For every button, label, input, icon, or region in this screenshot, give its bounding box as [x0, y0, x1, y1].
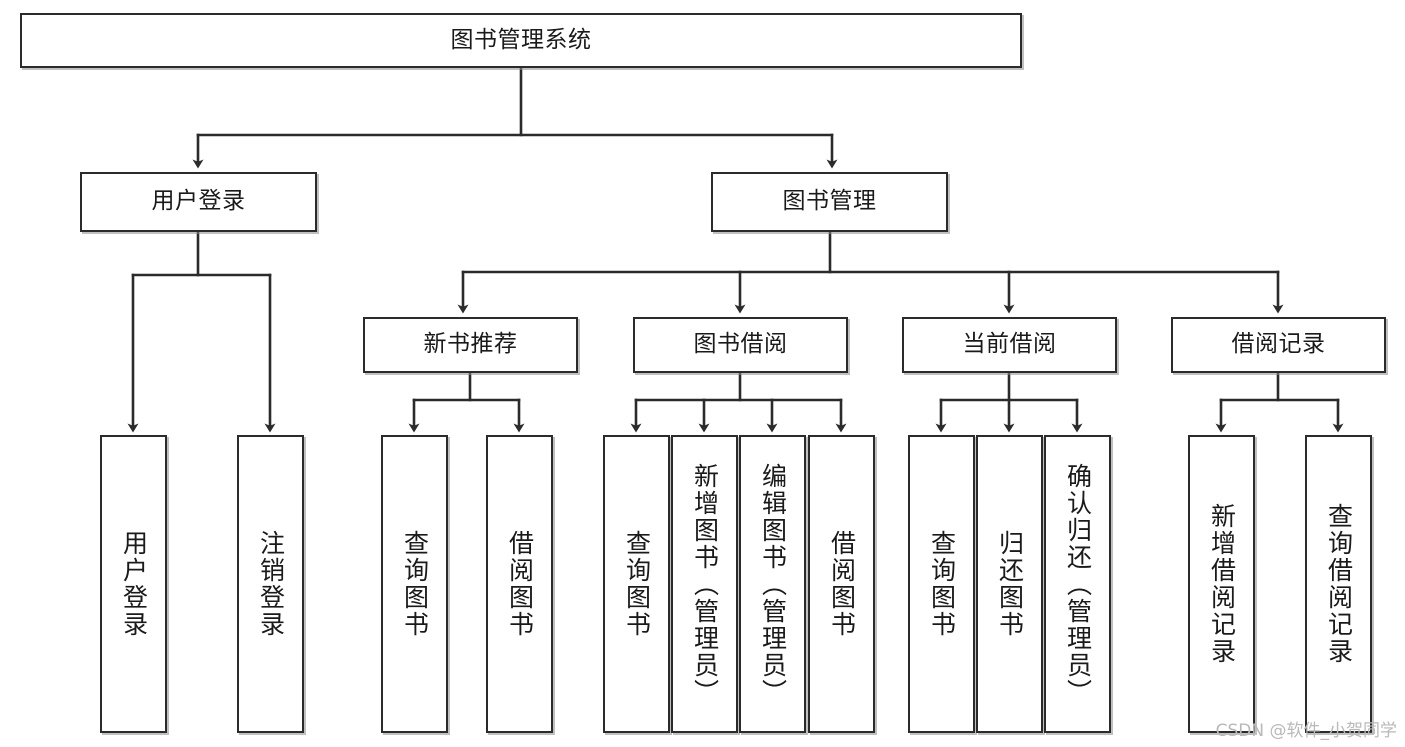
leaf-query-book-2-label: 查询图书 — [622, 530, 652, 638]
node-book-borrow-label: 图书借阅 — [693, 331, 788, 358]
leaf-confirm-return[interactable]: 确认归还（管理员） — [1044, 435, 1111, 733]
leaf-add-book-label: 新增图书（管理员） — [690, 462, 720, 706]
leaf-query-book-3-label: 查询图书 — [927, 530, 957, 638]
leaf-add-record[interactable]: 新增借阅记录 — [1188, 435, 1255, 733]
leaf-return-book-label: 归还图书 — [995, 530, 1025, 638]
node-new-book-recommend[interactable]: 新书推荐 — [363, 317, 578, 373]
leaf-confirm-return-label: 确认归还（管理员） — [1063, 462, 1093, 706]
leaf-return-book[interactable]: 归还图书 — [976, 435, 1043, 733]
leaf-borrow-book-1-label: 借阅图书 — [505, 530, 535, 638]
node-book-borrow[interactable]: 图书借阅 — [633, 317, 848, 373]
node-current-borrow-label: 当前借阅 — [962, 331, 1057, 358]
leaf-logout[interactable]: 注销登录 — [237, 435, 304, 733]
leaf-query-book-1-label: 查询图书 — [400, 530, 430, 638]
leaf-edit-book[interactable]: 编辑图书（管理员） — [739, 435, 806, 733]
leaf-edit-book-label: 编辑图书（管理员） — [758, 462, 788, 706]
leaf-query-record-label: 查询借阅记录 — [1324, 503, 1354, 665]
leaf-user-login[interactable]: 用户登录 — [100, 435, 167, 733]
leaf-query-book-2[interactable]: 查询图书 — [603, 435, 670, 733]
node-book-manage-label: 图书管理 — [782, 188, 877, 215]
node-user-login-label: 用户登录 — [151, 188, 246, 215]
node-root[interactable]: 图书管理系统 — [20, 13, 1022, 68]
node-root-label: 图书管理系统 — [450, 26, 592, 53]
leaf-borrow-book-1[interactable]: 借阅图书 — [486, 435, 553, 733]
leaf-query-book-1[interactable]: 查询图书 — [381, 435, 448, 733]
leaf-add-record-label: 新增借阅记录 — [1207, 503, 1237, 665]
leaf-user-login-label: 用户登录 — [119, 530, 149, 638]
leaf-add-book[interactable]: 新增图书（管理员） — [671, 435, 738, 733]
leaf-borrow-book-2[interactable]: 借阅图书 — [808, 435, 875, 733]
leaf-query-record[interactable]: 查询借阅记录 — [1305, 435, 1372, 733]
leaf-logout-label: 注销登录 — [256, 530, 286, 638]
node-new-book-recommend-label: 新书推荐 — [423, 331, 518, 358]
node-current-borrow[interactable]: 当前借阅 — [902, 317, 1117, 373]
leaf-borrow-book-2-label: 借阅图书 — [827, 530, 857, 638]
leaf-query-book-3[interactable]: 查询图书 — [908, 435, 975, 733]
node-book-manage[interactable]: 图书管理 — [711, 172, 948, 232]
watermark: CSDN @软件_小贺同学 — [1215, 721, 1397, 741]
node-borrow-record[interactable]: 借阅记录 — [1171, 317, 1386, 373]
node-borrow-record-label: 借阅记录 — [1231, 331, 1326, 358]
node-user-login[interactable]: 用户登录 — [80, 172, 317, 232]
